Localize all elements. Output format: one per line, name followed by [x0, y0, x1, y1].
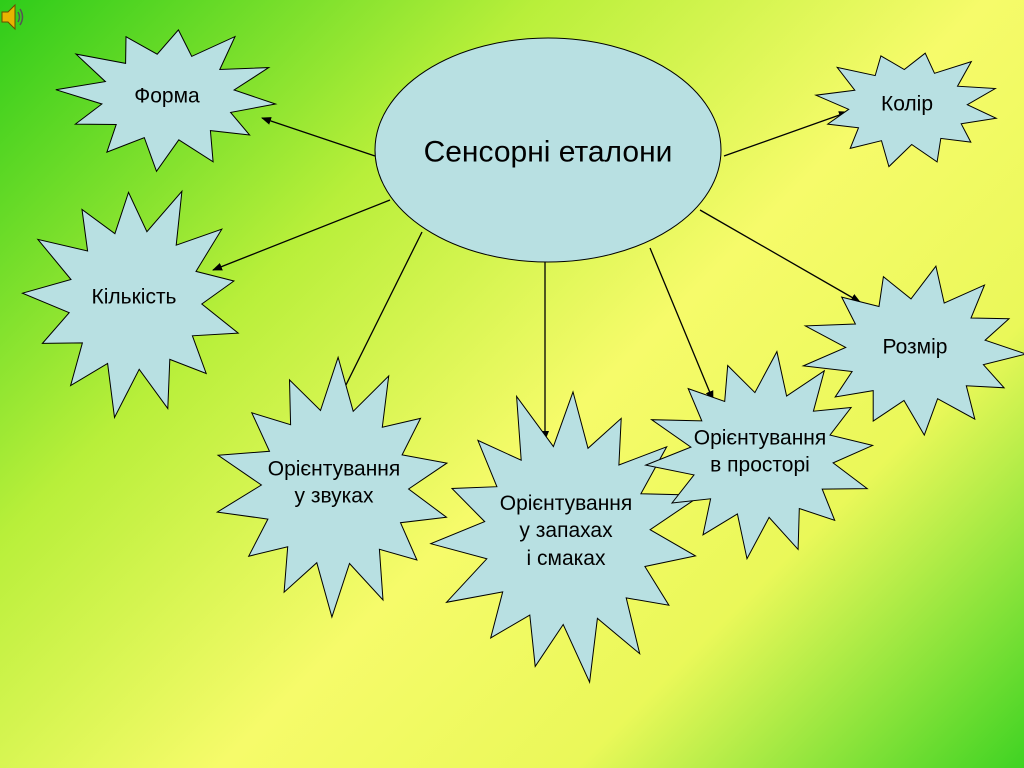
node-label-prostir: Орієнтування в просторі: [693, 426, 827, 477]
arrow-to-forma: [261, 117, 376, 157]
arrow-to-prostir: [649, 247, 714, 401]
node-shape-prostir: [643, 350, 875, 561]
node-shape-forma: [55, 29, 278, 173]
arrow-to-kolir: [723, 111, 849, 157]
node-label-zapakhy: Орієнтування у запахах і смаках: [499, 492, 633, 570]
arrow-to-kilkist: [212, 199, 391, 271]
node-label-forma: Форма: [134, 84, 200, 108]
node-shape-rozmir: [801, 265, 1024, 437]
node-shape-zapakhy: [429, 390, 703, 685]
speaker-icon[interactable]: [0, 2, 26, 32]
node-shape-kilkist: [20, 189, 240, 420]
arrow-to-rozmir: [699, 209, 861, 303]
node-label-zvuky: Орієнтування у звуках: [267, 457, 401, 508]
center-label: Сенсорні еталони: [423, 135, 673, 169]
node-label-kolir: Колір: [880, 92, 934, 116]
node-label-rozmir: Розмір: [882, 335, 948, 359]
arrow-to-zvuky: [335, 231, 423, 406]
node-label-kilkist: Кількість: [91, 285, 177, 309]
node-shape-kolir: [814, 52, 998, 168]
node-shape-zvuky: [215, 355, 449, 619]
center-ellipse: [374, 37, 722, 263]
